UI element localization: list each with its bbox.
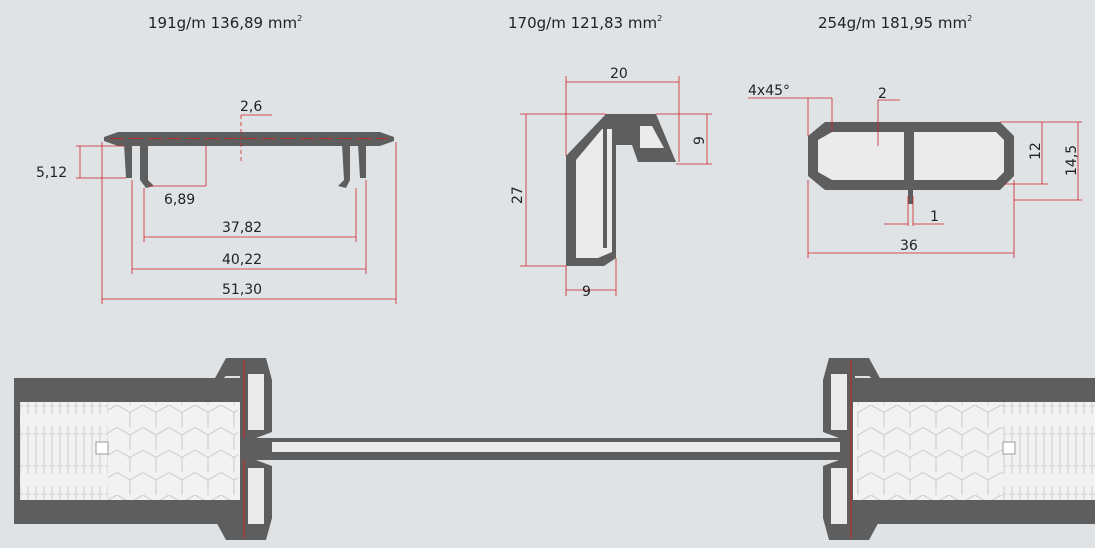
tube-dimension-labels: 4x45° 2 12 14,5 1 36 bbox=[748, 83, 1080, 254]
profile-2-header: 170g/m 121,83 mm2 bbox=[508, 14, 662, 32]
angle-height-label: 27 bbox=[510, 186, 526, 204]
tube-wall-label: 2 bbox=[878, 86, 887, 102]
tube-dimensions bbox=[748, 97, 1082, 258]
assembly-cross-section bbox=[14, 358, 1095, 540]
tube-width-label: 36 bbox=[900, 238, 918, 254]
tube-inner-height-label: 12 bbox=[1028, 142, 1044, 160]
clip-thickness-label: 2,6 bbox=[240, 99, 262, 115]
tube-outer-height-label: 14,5 bbox=[1064, 145, 1080, 176]
angle-dimension-labels: 20 9 27 9 bbox=[510, 66, 708, 300]
clip-overall-label: 51,30 bbox=[222, 282, 262, 298]
svg-text:254g/m 181,95 mm2: 254g/m 181,95 mm2 bbox=[818, 14, 972, 32]
clip-dimension-labels: 2,6 5,12 6,89 37,82 40,22 51,30 bbox=[36, 99, 262, 298]
profile-3-header: 254g/m 181,95 mm2 bbox=[818, 14, 972, 32]
clip-dimensions bbox=[76, 114, 397, 304]
tube-rib-label: 1 bbox=[930, 209, 939, 225]
svg-text:170g/m 121,83 mm2: 170g/m 121,83 mm2 bbox=[508, 14, 662, 32]
profile-1-header: 191g/m 136,89 mm2 bbox=[148, 14, 302, 32]
angle-leg-label: 9 bbox=[582, 284, 591, 300]
tube-profile bbox=[808, 122, 1014, 204]
tube-chamfer-label: 4x45° bbox=[748, 83, 790, 99]
angle-profile bbox=[566, 114, 676, 266]
clip-height-label: 5,12 bbox=[36, 165, 67, 181]
clip-inner-label: 37,82 bbox=[222, 220, 262, 236]
clip-profile bbox=[104, 132, 394, 188]
angle-width-label: 20 bbox=[610, 66, 628, 82]
angle-dimensions bbox=[520, 76, 712, 296]
angle-flange-label: 9 bbox=[692, 136, 708, 145]
clip-inset-label: 6,89 bbox=[164, 192, 195, 208]
svg-text:191g/m 136,89 mm2: 191g/m 136,89 mm2 bbox=[148, 14, 302, 32]
clip-middle-label: 40,22 bbox=[222, 252, 262, 268]
